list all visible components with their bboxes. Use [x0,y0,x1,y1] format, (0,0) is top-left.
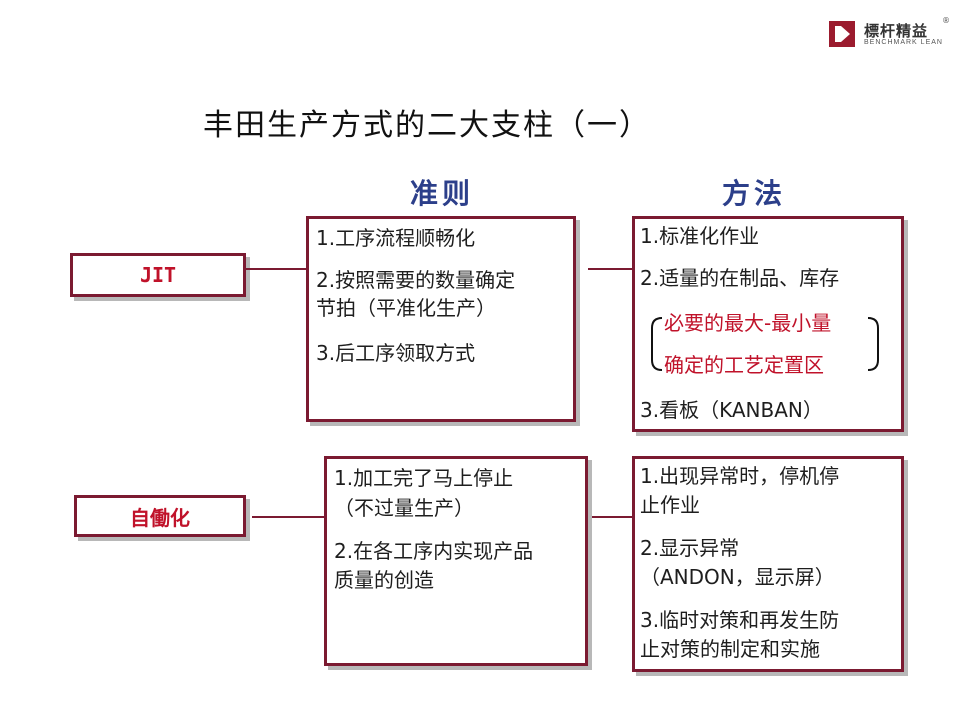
jidoka-method-item: 2.显示异常 [640,536,740,560]
connector-jit-principle [246,268,306,270]
connector-jidoka-principle [252,516,326,518]
jit-principle-item: 节拍（平准化生产） [316,296,496,320]
bracket-group [651,317,879,371]
brand-logo: 標杆精益 ® BENCHMARK LEAN [828,16,950,50]
page-title: 丰田生产方式的二大支柱（一） [203,108,651,143]
jidoka-method-box [632,456,904,672]
connector-jidoka-method [592,516,632,518]
jidoka-method-item: 止对策的制定和实施 [640,637,820,661]
logo-subtext: BENCHMARK LEAN [864,39,943,46]
jit-method-item: 3.看板（KANBAN） [640,398,823,422]
connector-jit-method [588,268,632,270]
jidoka-principle-item: 2.在各工序内实现产品 [334,539,534,563]
row-label-jit: JIT [70,253,246,297]
jidoka-method-item: （ANDON，显示屏） [640,565,835,589]
registered-mark: ® [942,16,950,25]
jidoka-method-item: 3.临时对策和再发生防 [640,608,840,632]
jit-principle-box [306,216,576,422]
logo-mark-icon [829,21,855,47]
jit-method-item: 2.适量的在制品、库存 [640,266,840,290]
logo-text: 標杆精益 [864,22,929,40]
jit-method-item: 1.标准化作业 [640,224,760,248]
jidoka-method-item: 止作业 [640,493,700,517]
jit-principle-item: 3.后工序领取方式 [316,341,476,365]
jidoka-method-item: 1.出现异常时，停机停 [640,464,840,488]
jidoka-principle-item: 1.加工完了马上停止 [334,466,514,490]
jit-principle-item: 1.工序流程顺畅化 [316,226,476,250]
column-heading-method: 方法 [722,177,787,210]
jit-principle-item: 2.按照需要的数量确定 [316,268,516,292]
jit-method-box [632,216,904,432]
jit-method-subitem: 必要的最大-最小量 [664,311,832,335]
jidoka-principle-item: （不过量生产） [334,496,474,520]
jit-method-subitem: 确定的工艺定置区 [664,353,824,377]
column-heading-principle: 准则 [410,177,475,210]
jidoka-principle-item: 质量的创造 [334,568,434,592]
row-label-jidoka: 自働化 [74,495,246,537]
jidoka-principle-box [324,456,588,666]
